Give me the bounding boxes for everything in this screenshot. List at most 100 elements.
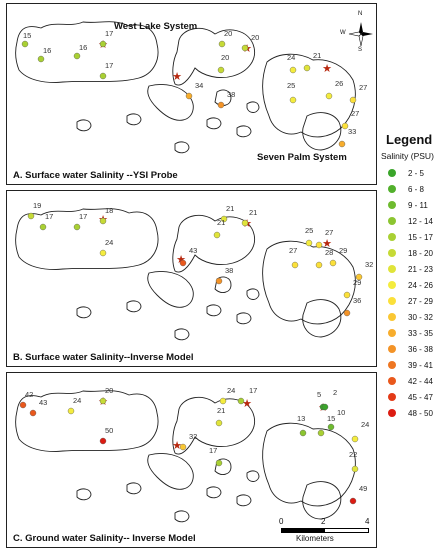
station-marker — [219, 397, 227, 405]
station-label: 42 — [25, 390, 33, 399]
scale-tick-4: 4 — [365, 517, 370, 526]
station-marker — [241, 44, 249, 52]
coastline-outline — [172, 396, 255, 455]
well-star-icon: ★ — [172, 70, 182, 83]
station-marker — [220, 215, 228, 223]
station-marker — [217, 66, 225, 74]
legend-label: 42 - 44 — [408, 376, 433, 386]
panel-a-title: A. Surface water Salinity --YSI Probe — [13, 170, 178, 181]
legend-swatch — [388, 377, 396, 385]
station-marker — [185, 92, 193, 100]
legend-swatch — [388, 281, 396, 289]
station-marker — [303, 64, 311, 72]
station-label: 43 — [189, 246, 197, 255]
legend-label: 30 - 32 — [408, 312, 433, 322]
station-label: 20 — [224, 29, 232, 38]
station-marker — [351, 465, 359, 473]
station-marker — [349, 497, 357, 505]
station-label: 28 — [325, 248, 333, 257]
legend-swatch — [388, 265, 396, 273]
legend-item: 18 - 20 — [388, 245, 444, 261]
well-star-icon: ★ — [322, 237, 332, 250]
legend-item: 45 - 47 — [388, 389, 444, 405]
station-label: 27 — [351, 109, 359, 118]
panel-c-title: C. Ground water Salinity-- Inverse Model — [13, 533, 196, 544]
coastline-outline — [147, 453, 194, 490]
coastline-outline — [246, 101, 260, 113]
legend-swatch — [388, 233, 396, 241]
station-label: 13 — [297, 414, 305, 423]
station-label: 21 — [249, 208, 257, 217]
coastline-outline — [15, 208, 159, 270]
coastline-outline — [172, 27, 255, 86]
legend-item: 12 - 14 — [388, 213, 444, 229]
legend: Legend Salinity (PSU) 2 - 5 6 - 8 9 - 11 12… — [380, 132, 444, 421]
legend-label: 45 - 47 — [408, 392, 433, 402]
scale-unit: Kilometers — [296, 534, 334, 543]
station-marker — [179, 259, 187, 267]
legend-item: 27 - 29 — [388, 293, 444, 309]
station-marker — [237, 397, 245, 405]
station-label: 49 — [359, 484, 367, 493]
coastline-outline — [246, 470, 260, 482]
legend-label: 2 - 5 — [408, 168, 425, 178]
station-marker — [99, 72, 107, 80]
station-marker — [215, 277, 223, 285]
station-marker — [215, 459, 223, 467]
station-marker — [99, 437, 107, 445]
station-marker — [19, 401, 27, 409]
legend-item: 30 - 32 — [388, 309, 444, 325]
station-label: 24 — [287, 53, 295, 62]
station-label: 27 — [359, 83, 367, 92]
station-marker — [321, 403, 329, 411]
station-marker — [315, 241, 323, 249]
legend-swatch — [388, 313, 396, 321]
legend-subtitle: Salinity (PSU) — [381, 151, 434, 161]
station-marker — [289, 66, 297, 74]
legend-label: 27 - 29 — [408, 296, 433, 306]
legend-swatch — [388, 185, 396, 193]
station-label: 21 — [226, 204, 234, 213]
legend-item: 21 - 23 — [388, 261, 444, 277]
scale-tick-2: 2 — [321, 517, 326, 526]
coastline-outline — [174, 141, 190, 154]
south-label: S — [358, 47, 363, 53]
coastline-outline — [302, 299, 342, 338]
scale-bar-graphic — [281, 528, 369, 533]
station-label: 2 — [333, 388, 337, 397]
legend-item: 6 - 8 — [388, 181, 444, 197]
legend-item: 15 - 17 — [388, 229, 444, 245]
north-label: N — [358, 11, 363, 17]
station-label: 24 — [73, 396, 81, 405]
station-marker — [73, 52, 81, 60]
coastline-outline — [174, 510, 190, 523]
coastline-outline — [76, 306, 92, 319]
station-label: 24 — [105, 238, 113, 247]
coastline-outline — [214, 458, 232, 475]
coastline-outline — [76, 119, 92, 132]
station-marker — [341, 122, 349, 130]
legend-label: 18 - 20 — [408, 248, 433, 258]
station-label: 15 — [327, 414, 335, 423]
station-label: 43 — [39, 398, 47, 407]
legend-label: 9 - 11 — [408, 200, 428, 210]
station-marker — [299, 429, 307, 437]
legend-title: Legend — [386, 132, 433, 147]
station-marker — [329, 259, 337, 267]
station-marker — [325, 92, 333, 100]
legend-label: 36 - 38 — [408, 344, 433, 354]
coastline-outline — [15, 390, 159, 452]
station-marker — [305, 239, 313, 247]
legend-item: 24 - 26 — [388, 277, 444, 293]
station-label: 29 — [353, 278, 361, 287]
station-marker — [213, 231, 221, 239]
station-marker — [317, 429, 325, 437]
legend-swatch — [388, 345, 396, 353]
legend-swatch — [388, 361, 396, 369]
legend-item: 2 - 5 — [388, 165, 444, 181]
station-marker — [99, 40, 107, 48]
legend-label: 15 - 17 — [408, 232, 433, 242]
